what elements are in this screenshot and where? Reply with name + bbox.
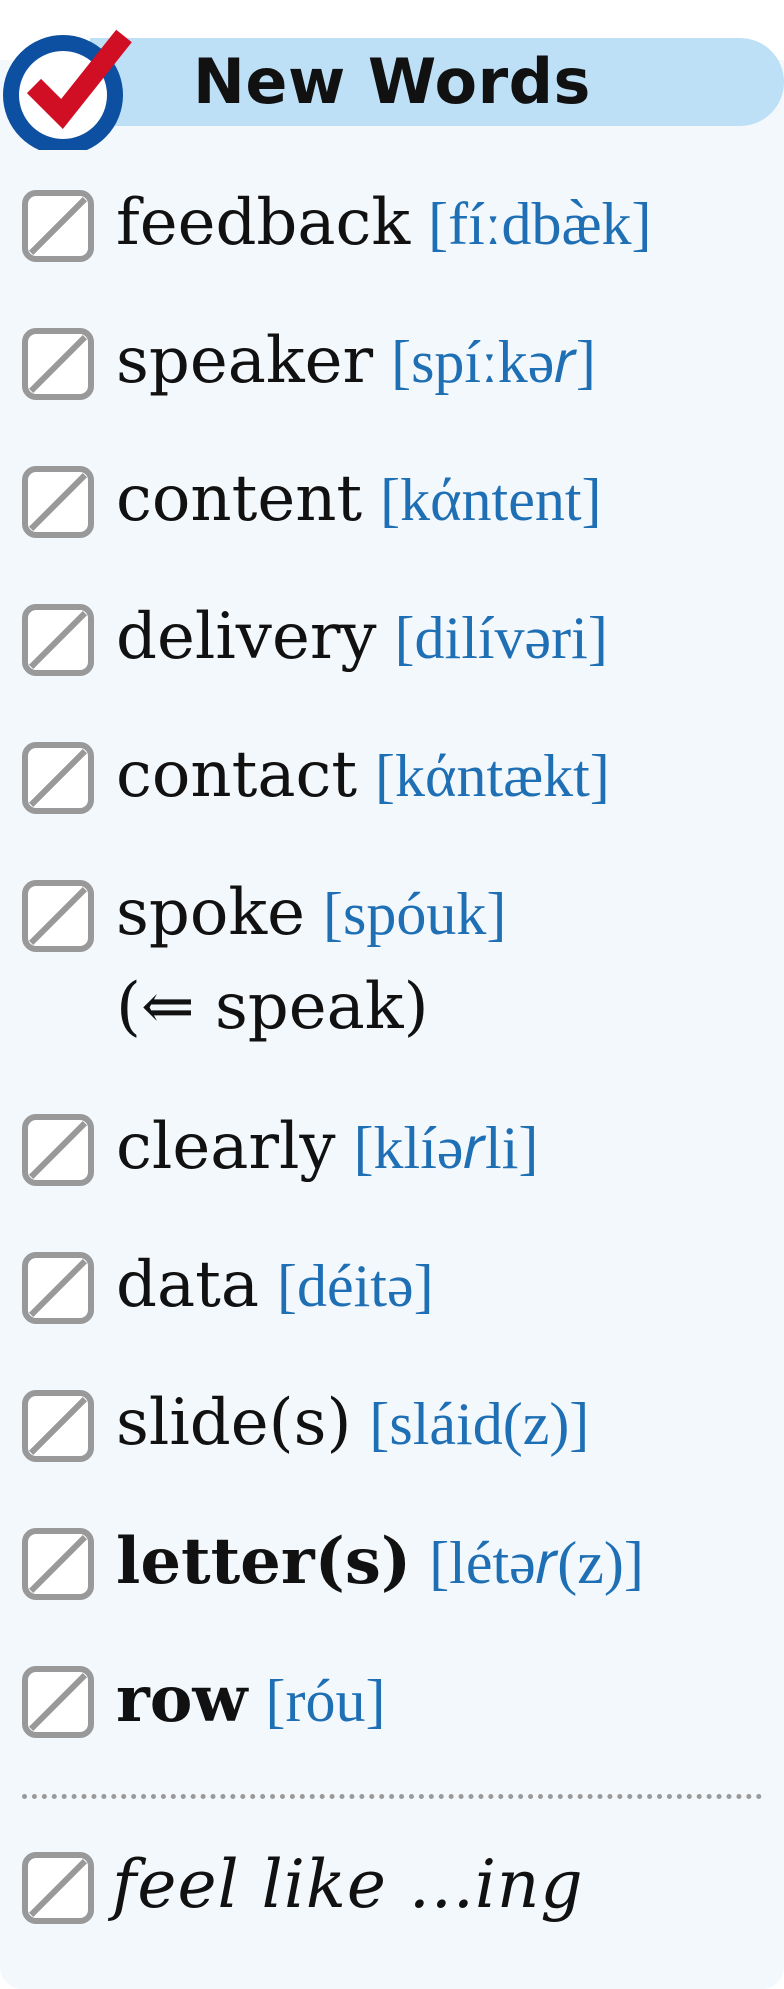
word-line: letter(s) [létə𝑟(z)] (116, 1524, 644, 1599)
phonetic-text: [klíə𝑟li] (353, 1115, 539, 1181)
checkbox[interactable] (22, 1528, 94, 1600)
word-text: slide(s) (116, 1386, 352, 1460)
word-text: feedback (116, 186, 411, 260)
checkbox-slash-icon (29, 1397, 87, 1455)
word-line: content [kάntent] (116, 462, 602, 536)
phonetic-text: [spóuk] (323, 881, 507, 947)
word-text: delivery (116, 600, 377, 674)
phonetic-text: [déitə] (277, 1253, 434, 1319)
phonetic-text: [spíːkə𝑟] (391, 329, 596, 395)
header-band (90, 38, 784, 126)
word-line: slide(s) [sláid(z)] (116, 1386, 589, 1460)
checkbox[interactable] (22, 880, 94, 952)
word-line: clearly [klíə𝑟li] (116, 1110, 538, 1184)
checkbox[interactable] (22, 604, 94, 676)
phonetic-text: [fíːdbæ̀k] (428, 191, 652, 257)
checkbox-slash-icon (29, 473, 87, 531)
word-line: delivery [dilívəri] (116, 600, 608, 674)
checkbox-slash-icon (29, 197, 87, 255)
word-note: (⇐ speak) (116, 970, 429, 1044)
checkbox-slash-icon (29, 335, 87, 393)
word-line: speaker [spíːkə𝑟] (116, 324, 596, 398)
checkbox-slash-icon (29, 1673, 87, 1731)
word-text: clearly (116, 1110, 336, 1184)
word-list-panel (0, 60, 784, 1989)
dotted-divider (22, 1794, 762, 1799)
phrase-text: feel like ...ing (112, 1846, 584, 1923)
checkbox-slash-icon (29, 1259, 87, 1317)
word-line: data [déitə] (116, 1248, 434, 1322)
word-text: spoke (116, 876, 305, 950)
checkbox[interactable] (22, 1390, 94, 1462)
word-text: content (116, 462, 363, 536)
checkbox[interactable] (22, 1114, 94, 1186)
phonetic-text: [kάntent] (380, 467, 602, 533)
checkbox[interactable] (22, 190, 94, 262)
checkbox-slash-icon (29, 1535, 87, 1593)
checkbox-slash-icon (29, 1121, 87, 1179)
phonetic-text: [róu] (265, 1668, 386, 1734)
checkbox-slash-icon (29, 611, 87, 669)
word-line: row [róu] (116, 1662, 385, 1737)
phonetic-text: [létə𝑟(z)] (429, 1530, 644, 1596)
checkbox[interactable] (22, 466, 94, 538)
word-line: contact [kάntækt] (116, 738, 610, 812)
checkbox[interactable] (22, 1666, 94, 1738)
checkbox-slash-icon (29, 1859, 87, 1917)
word-text: row (116, 1662, 248, 1737)
checkbox[interactable] (22, 1252, 94, 1324)
word-line: feedback [fíːdbæ̀k] (116, 186, 651, 260)
word-text: data (116, 1248, 259, 1322)
checkbox[interactable] (22, 328, 94, 400)
page-title: New Words (193, 45, 591, 118)
word-line: spoke [spóuk] (116, 876, 506, 950)
checkbox[interactable] (22, 742, 94, 814)
phonetic-text: [sláid(z)] (369, 1391, 590, 1457)
phonetic-text: [kάntækt] (375, 743, 610, 809)
phonetic-text: [dilívəri] (394, 605, 608, 671)
checkbox-slash-icon (29, 749, 87, 807)
checkbox[interactable] (22, 1852, 94, 1924)
check-ring-logo-icon (3, 29, 132, 150)
word-text: letter(s) (116, 1524, 412, 1599)
checkbox-slash-icon (29, 887, 87, 945)
word-text: speaker (116, 324, 374, 398)
word-text: contact (116, 738, 358, 812)
